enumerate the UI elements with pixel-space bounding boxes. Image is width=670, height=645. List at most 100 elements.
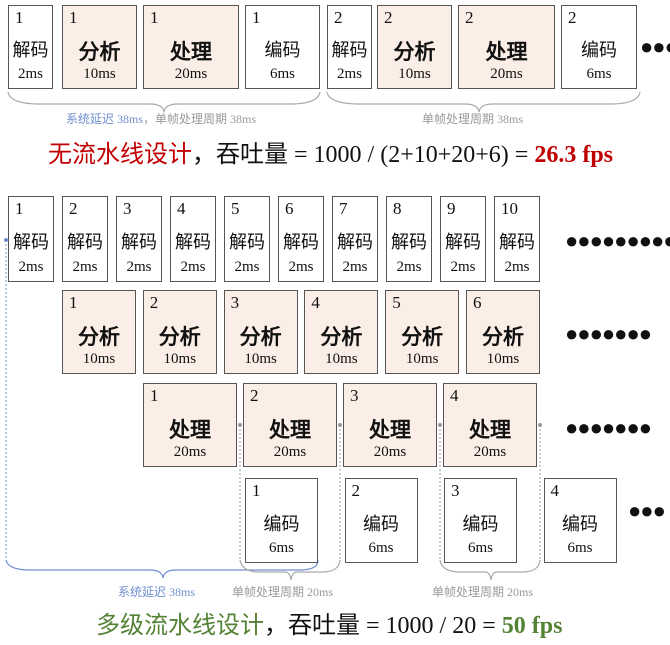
frame-number: 10 xyxy=(501,199,518,218)
stage-name: 分析 xyxy=(401,325,444,350)
frame-number: 1 xyxy=(69,8,78,27)
stage-name: 编码 xyxy=(581,40,617,62)
stage-name: 解码 xyxy=(229,231,265,253)
stage-duration: 2ms xyxy=(396,258,422,275)
title-result: 50 fps xyxy=(501,613,563,639)
stage-name: 处理 xyxy=(170,40,212,65)
stage-name: 解码 xyxy=(121,231,157,253)
frame-number: 1 xyxy=(252,8,261,27)
frame-number: 2 xyxy=(568,8,577,27)
stage-name: 处理 xyxy=(485,40,528,65)
frame-number: 5 xyxy=(231,199,240,218)
frame-number: 4 xyxy=(550,481,560,500)
stage-duration: 2ms xyxy=(336,66,362,83)
no-pipeline-title: 无流水线设计，吞吐量 = 1000 / (2+10+20+6) = 26.3 f… xyxy=(48,134,613,169)
frame-number: 3 xyxy=(350,386,359,405)
frame-number: 9 xyxy=(447,199,456,218)
stage-duration: 20ms xyxy=(373,444,407,461)
stage-duration: 2ms xyxy=(450,258,476,275)
stage-name: 解码 xyxy=(175,231,211,253)
stage-name: 处理 xyxy=(469,418,511,443)
stage-name: 处理 xyxy=(169,418,211,443)
stage-name: 解码 xyxy=(12,40,49,62)
stage-duration: 20ms xyxy=(473,444,507,461)
frame-number: 6 xyxy=(285,199,294,218)
stage-name: 编码 xyxy=(562,513,598,535)
stage-duration: 10ms xyxy=(405,351,439,368)
stage-duration: 6ms xyxy=(269,66,295,83)
stage-duration: 2ms xyxy=(342,258,368,275)
stage-name: 编码 xyxy=(264,40,301,62)
stage-duration: 2ms xyxy=(234,258,260,275)
frame-number: 3 xyxy=(451,481,460,500)
frame-number: 2 xyxy=(351,481,361,500)
frame-number: 2 xyxy=(384,8,393,27)
stage-duration: 2ms xyxy=(288,258,314,275)
stage-duration: 20ms xyxy=(174,66,208,83)
analyze-dots: ●●●●●●● xyxy=(565,321,652,346)
period-label: ，单帧处理周期 38ms xyxy=(143,112,257,126)
stage-name: 分析 xyxy=(320,325,363,350)
frame-number: 3 xyxy=(230,293,240,312)
pipeline-title: 多级流水线设计，吞吐量 = 1000 / 20 = 50 fps xyxy=(96,605,562,640)
frame-number: 4 xyxy=(177,199,186,218)
stage-name: 解码 xyxy=(337,231,373,253)
stage-box: 5 解码 2ms xyxy=(224,196,270,282)
stage-name: 编码 xyxy=(263,513,300,535)
stage-duration: 2ms xyxy=(126,258,152,275)
stage-duration: 6ms xyxy=(467,540,493,557)
stage-duration: 20ms xyxy=(173,444,207,461)
stage-name: 分析 xyxy=(78,40,121,65)
stage-name: 分析 xyxy=(482,325,524,350)
stage-duration: 6ms xyxy=(586,66,612,83)
pipeline-period-label-1: 单帧处理周期 20ms xyxy=(232,585,334,599)
stage-box: 2 解码 2ms xyxy=(327,5,372,89)
stage-duration: 10ms xyxy=(163,351,197,368)
frame-number: 2 xyxy=(334,8,343,27)
stage-duration: 6ms xyxy=(368,540,394,557)
stage-box: 7 解码 2ms xyxy=(332,196,378,282)
frame-number: 5 xyxy=(392,293,401,312)
stage-duration: 10ms xyxy=(244,351,277,368)
stage-duration: 10ms xyxy=(83,66,116,83)
stage-name: 解码 xyxy=(391,231,427,253)
stage-name: 分析 xyxy=(158,325,201,350)
stage-duration: 20ms xyxy=(490,66,523,83)
stage-duration: 10ms xyxy=(82,351,116,368)
stage-name: 解码 xyxy=(283,231,319,253)
title-formula: ，吞吐量 = 1000 / 20 = xyxy=(264,613,502,639)
frame-number: 1 xyxy=(69,293,78,312)
frame-number: 7 xyxy=(339,199,348,218)
frame-number: 2 xyxy=(250,386,259,405)
latency-label: 系统延迟 38ms xyxy=(66,112,144,126)
stage-name: 解码 xyxy=(331,40,368,62)
frame-number: 2 xyxy=(69,199,78,218)
title-colored: 多级流水线设计 xyxy=(96,611,264,639)
stage-duration: 2ms xyxy=(180,258,206,275)
frame-number: 2 xyxy=(149,293,159,312)
stage-name: 编码 xyxy=(363,513,399,535)
frame-number: 4 xyxy=(311,293,320,312)
stage-duration: 6ms xyxy=(268,540,294,557)
stage-duration: 10ms xyxy=(398,66,431,83)
title-formula: ，吞吐量 = 1000 / (2+10+20+6) = xyxy=(192,142,535,168)
stage-box: 4 解码 2ms xyxy=(170,196,216,282)
